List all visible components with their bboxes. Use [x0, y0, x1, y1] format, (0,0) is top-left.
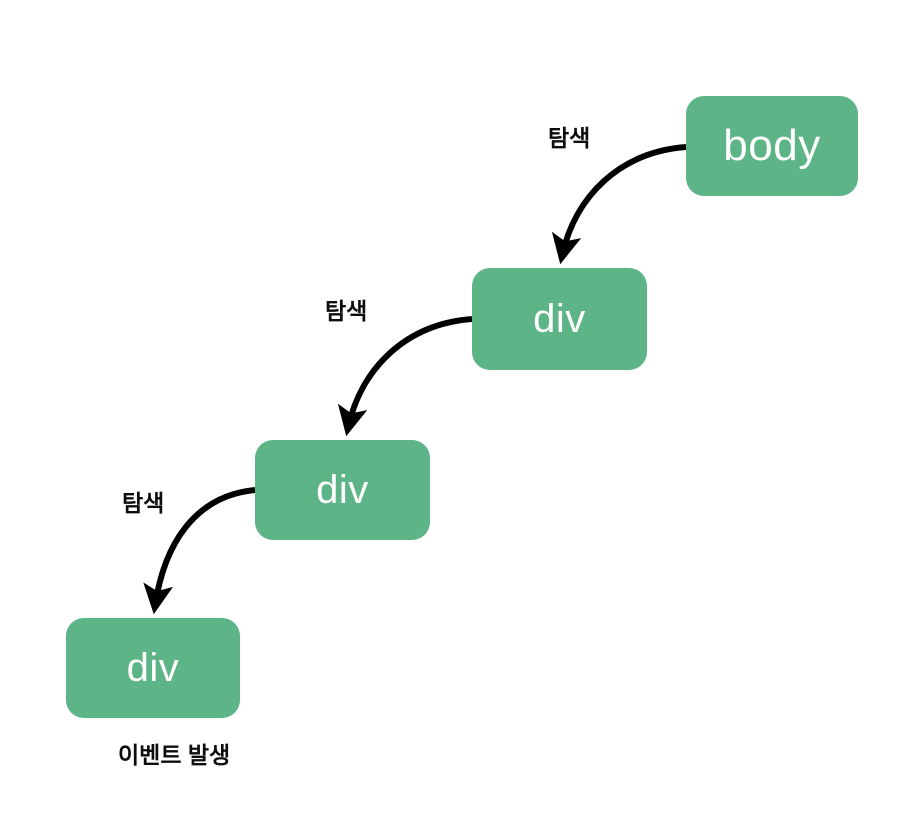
node-div-3-label: div — [126, 646, 180, 690]
edge-label-2: 탐색 — [325, 298, 368, 324]
node-div-2[interactable]: div — [255, 440, 430, 540]
node-body-label: body — [723, 121, 821, 170]
edge-label-1: 탐색 — [548, 125, 591, 151]
edge-arrow-body-to-div1 — [551, 144, 687, 265]
node-div-1[interactable]: div — [472, 268, 647, 370]
node-div-2-label: div — [316, 468, 369, 512]
edge-arrow-div2-to-div3 — [143, 487, 256, 615]
node-div-3[interactable]: div — [66, 618, 240, 718]
node-div-1-label: div — [533, 297, 586, 341]
caption-event-origin: 이벤트 발생 — [118, 742, 231, 768]
edge-arrow-div1-to-div2 — [337, 316, 473, 437]
node-body[interactable]: body — [686, 96, 858, 196]
edge-label-3: 탐색 — [122, 490, 165, 516]
